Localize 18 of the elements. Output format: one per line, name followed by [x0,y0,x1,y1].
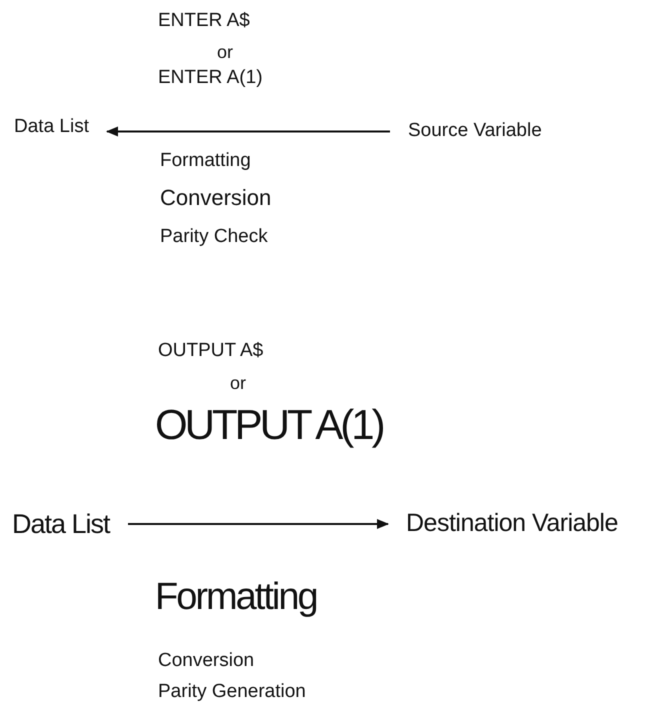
node-label: Data List [12,508,110,540]
annotation-text: or [217,42,234,64]
node-label: Source Variable [408,120,542,143]
annotation-text: ENTER A(1) [158,67,263,90]
annotation-text: OUTPUT A$ [158,340,264,363]
annotation-text: Conversion [160,185,272,212]
arrow [106,126,390,136]
annotation-text: Conversion [158,650,254,673]
annotation-text: Formatting [155,575,317,620]
annotation-text: ENTER A$ [158,10,250,33]
annotation-text: or [230,373,246,395]
annotation-text: OUTPUT A(1) [155,400,383,450]
annotation-text: Parity Check [160,226,268,249]
annotation-text: Formatting [160,150,251,173]
node-label: Destination Variable [406,508,618,538]
node-label: Data List [14,116,89,139]
arrow [128,519,389,529]
annotation-text: Parity Generation [158,681,306,704]
